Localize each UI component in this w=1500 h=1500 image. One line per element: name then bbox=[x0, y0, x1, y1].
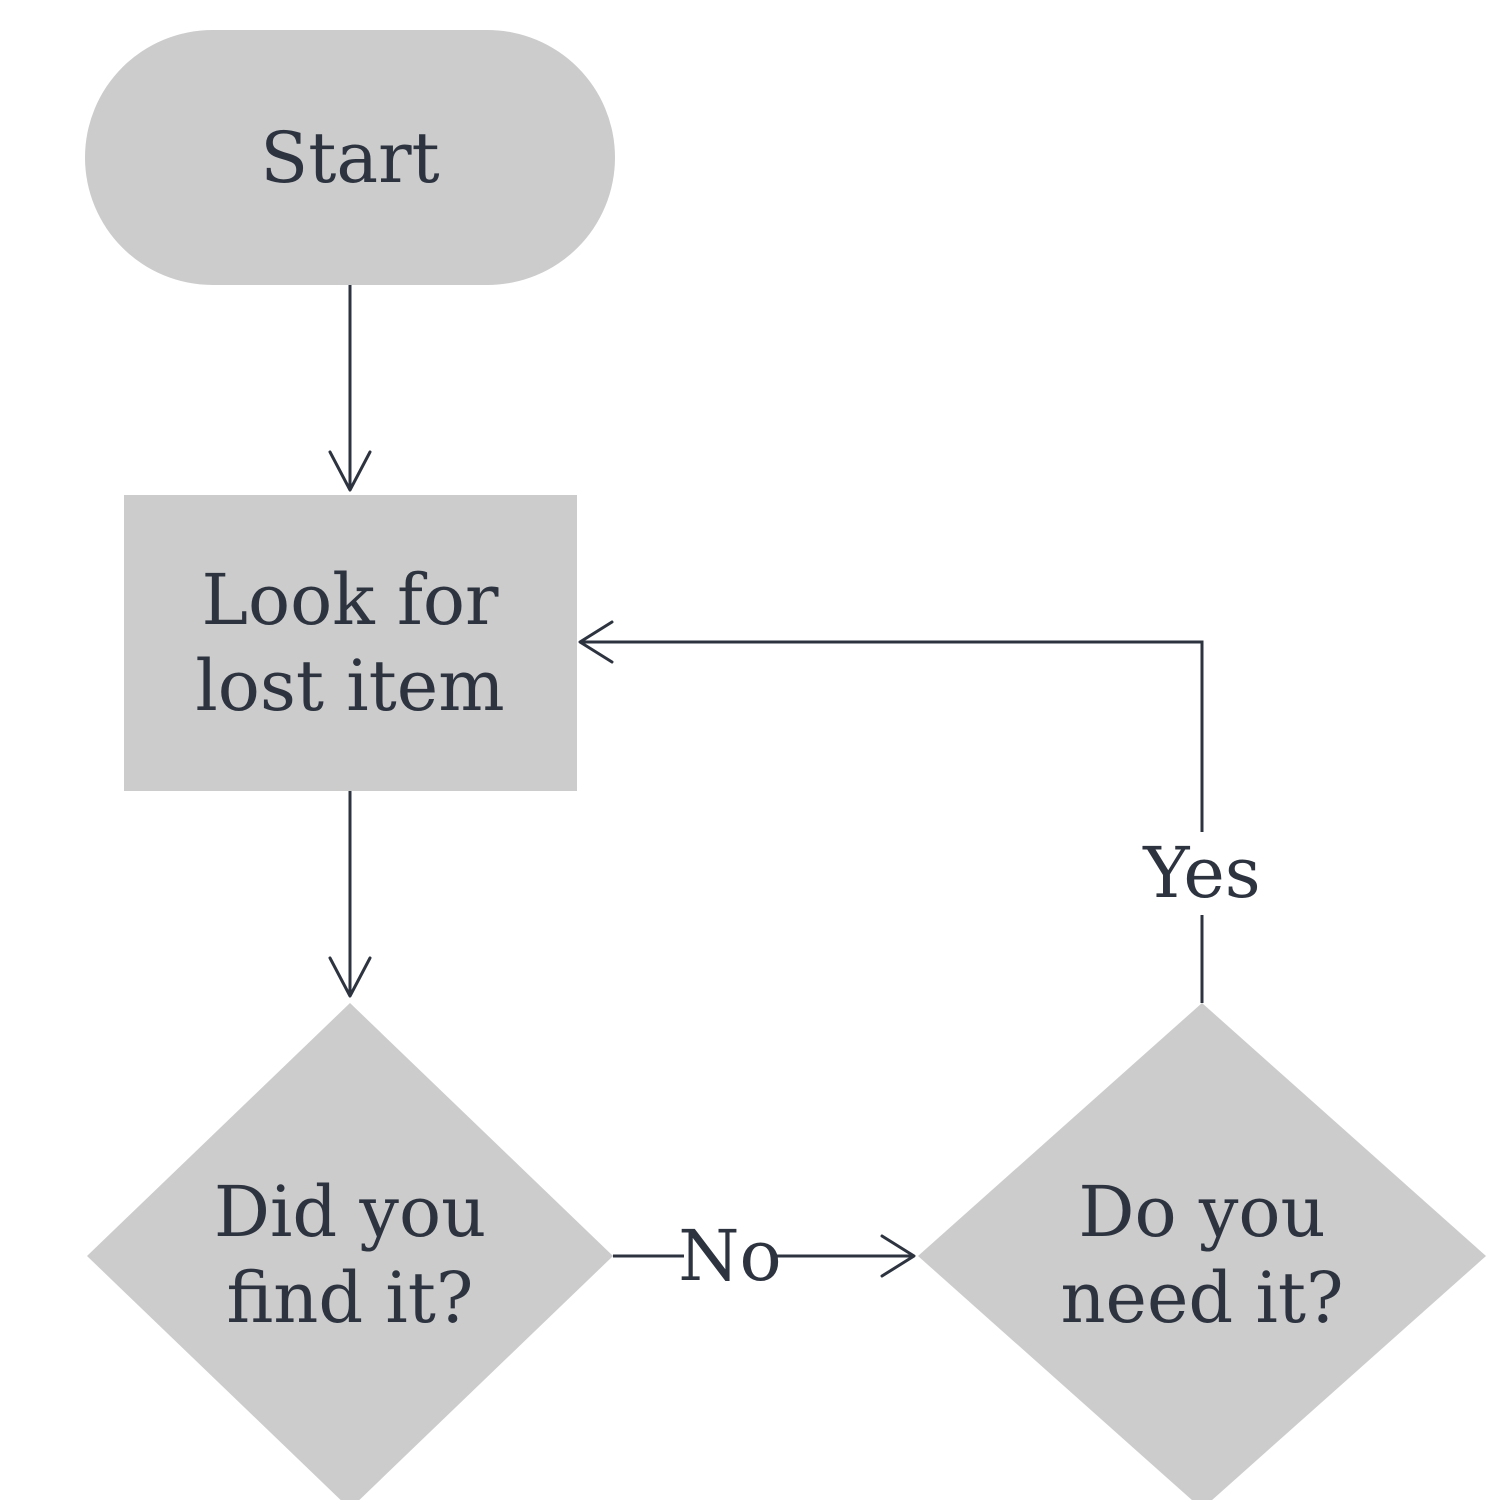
edge-yes-line-top bbox=[580, 640, 1204, 832]
found-label-line1: Did you bbox=[214, 1171, 486, 1253]
look-shape bbox=[124, 495, 577, 791]
need-diamond-shape bbox=[918, 1003, 1486, 1500]
found-label-line2: find it? bbox=[227, 1257, 474, 1339]
arrowhead-right bbox=[880, 1234, 916, 1278]
look-label-line2: lost item bbox=[195, 645, 504, 727]
start-label: Start bbox=[260, 117, 439, 199]
edge-no-label: No bbox=[678, 1215, 781, 1297]
edge-start-to-look bbox=[328, 285, 372, 492]
arrowhead-left bbox=[578, 620, 614, 664]
need-decision-node: Do you need it? bbox=[918, 1003, 1486, 1500]
look-node: Look for lost item bbox=[124, 495, 577, 791]
start-node: Start bbox=[85, 30, 615, 285]
found-diamond-shape bbox=[87, 1003, 613, 1500]
edge-yes: Yes bbox=[578, 620, 1261, 1003]
look-label-line1: Look for bbox=[202, 559, 499, 641]
edge-no: No bbox=[613, 1215, 916, 1297]
need-label-line2: need it? bbox=[1060, 1257, 1343, 1339]
start-shape bbox=[85, 30, 615, 285]
arrowhead-down-2 bbox=[328, 956, 372, 998]
need-label-line1: Do you bbox=[1078, 1171, 1325, 1253]
arrowhead-down-1 bbox=[328, 450, 372, 492]
edge-yes-label: Yes bbox=[1142, 832, 1260, 914]
edge-look-to-found bbox=[328, 791, 372, 998]
found-decision-node: Did you find it? bbox=[87, 1003, 613, 1500]
